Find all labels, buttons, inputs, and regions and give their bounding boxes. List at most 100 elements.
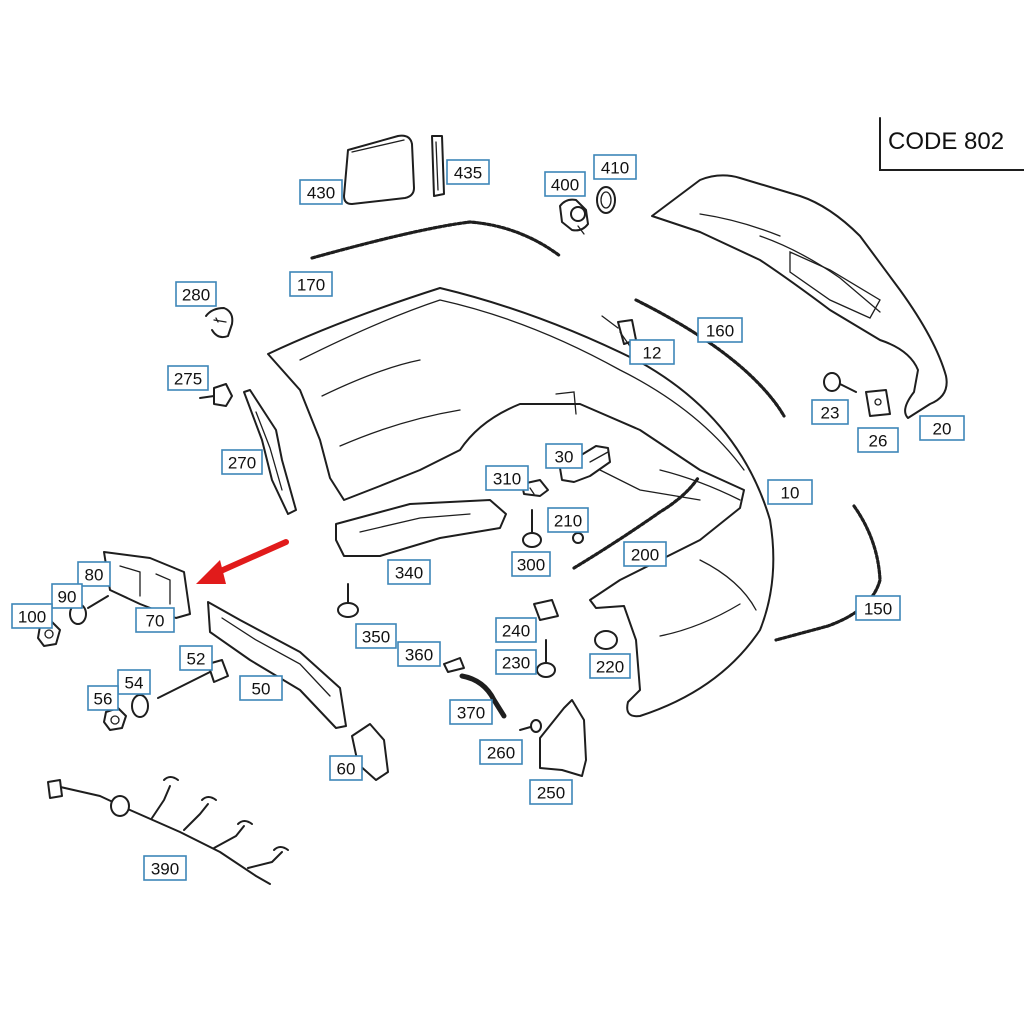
part-52-bolt [157, 659, 229, 699]
part-30-bracket [559, 445, 611, 483]
callout-number: 20 [933, 420, 952, 439]
callout-number: 220 [596, 658, 624, 677]
part-54-washer [131, 694, 149, 718]
callout-number: 370 [457, 704, 485, 723]
part-350-screw [337, 583, 359, 618]
callout-number: 410 [601, 159, 629, 178]
callout-210: 210 [547, 507, 589, 533]
callout-350: 350 [355, 623, 397, 649]
callout-number: 390 [151, 860, 179, 879]
callout-box [167, 365, 209, 391]
callout-52: 52 [179, 645, 213, 671]
part-160-strip [634, 298, 786, 418]
callout-box [397, 641, 441, 667]
callout-box [629, 339, 675, 365]
code-label: CODE 802 [888, 128, 1004, 155]
callout-number: 435 [454, 164, 482, 183]
part-10-bumper [267, 287, 775, 718]
part-26-bracket [865, 389, 891, 417]
part-270-bracket [243, 389, 297, 515]
red-arrow-indicator [196, 539, 289, 584]
callout-box [919, 415, 965, 441]
callout-20: 20 [919, 415, 965, 441]
callout-number: 170 [297, 276, 325, 295]
callout-435: 435 [446, 159, 490, 185]
callout-270: 270 [221, 449, 263, 475]
callout-160: 160 [697, 317, 743, 343]
part-150-strip [774, 504, 882, 642]
callout-200: 200 [623, 541, 667, 567]
callout-310: 310 [485, 465, 529, 491]
callout-number: 52 [187, 650, 206, 669]
callout-50: 50 [239, 675, 283, 701]
callout-box [11, 603, 53, 629]
callout-23: 23 [811, 399, 849, 425]
callout-number: 340 [395, 564, 423, 583]
callout-30: 30 [545, 443, 583, 469]
callout-260: 260 [479, 739, 523, 765]
callout-box [175, 281, 217, 307]
callout-number: 250 [537, 784, 565, 803]
part-50-crossmember [207, 601, 347, 729]
part-250-flap [539, 699, 587, 777]
callout-80: 80 [77, 561, 111, 587]
part-400-sensor [559, 198, 589, 232]
callout-100: 100 [11, 603, 53, 629]
callout-number: 50 [252, 680, 271, 699]
callout-number: 80 [85, 566, 104, 585]
callout-box [495, 649, 537, 675]
callout-240: 240 [495, 617, 537, 643]
callout-340: 340 [387, 559, 431, 585]
callout-70: 70 [135, 607, 175, 633]
callout-number: 280 [182, 286, 210, 305]
part-275-pin [199, 383, 233, 407]
callout-number: 12 [643, 344, 662, 363]
callout-box [589, 653, 631, 679]
callout-number: 270 [228, 454, 256, 473]
callout-280: 280 [175, 281, 217, 307]
callout-number: 150 [864, 600, 892, 619]
callout-300: 300 [511, 551, 551, 577]
callout-number: 56 [94, 690, 113, 709]
part-20-diffuser [651, 174, 948, 419]
part-210-ring [572, 532, 584, 544]
part-200-strip [572, 476, 700, 570]
callout-box [143, 855, 187, 881]
part-170-strip [310, 220, 562, 260]
part-340-panel [335, 499, 507, 557]
callout-box [446, 159, 490, 185]
callout-170: 170 [289, 271, 333, 297]
callout-number: 400 [551, 176, 579, 195]
callout-box [221, 449, 263, 475]
callout-box [239, 675, 283, 701]
callout-54: 54 [117, 669, 151, 695]
callout-250: 250 [529, 779, 573, 805]
callout-box [479, 739, 523, 765]
part-360-clip [443, 657, 465, 673]
part-390-harness [47, 776, 289, 885]
callout-box [857, 427, 899, 453]
callout-number: 10 [781, 484, 800, 503]
callout-number: 54 [125, 674, 144, 693]
callout-370: 370 [449, 699, 493, 725]
part-430-cover [343, 134, 415, 205]
callout-90: 90 [51, 583, 83, 609]
callout-430: 430 [299, 179, 343, 205]
callout-box [355, 623, 397, 649]
callout-box [767, 479, 813, 505]
part-370-trim [459, 673, 507, 719]
callout-box [495, 617, 537, 643]
callout-number: 23 [821, 404, 840, 423]
callout-56: 56 [87, 685, 119, 711]
callout-box [511, 551, 551, 577]
callout-box [547, 507, 589, 533]
callout-number: 210 [554, 512, 582, 531]
callout-number: 300 [517, 556, 545, 575]
callout-360: 360 [397, 641, 441, 667]
callout-number: 30 [555, 448, 574, 467]
callout-box [855, 595, 901, 621]
callout-box [135, 607, 175, 633]
callout-box [545, 443, 583, 469]
callout-220: 220 [589, 653, 631, 679]
